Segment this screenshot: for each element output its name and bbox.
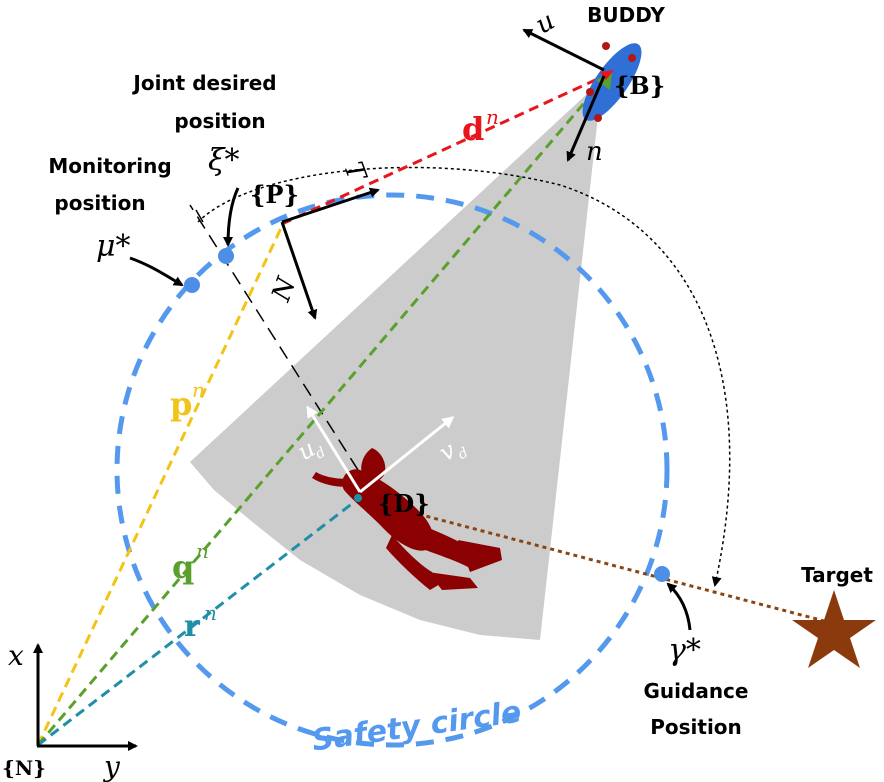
buddy-axis-1-arrow	[522, 28, 605, 72]
joint-desired-label-line1: Joint desired	[131, 71, 276, 95]
frame-n-y-label: y	[102, 750, 121, 782]
frame-d-label: {D}	[378, 489, 430, 518]
vector-d-label: d n	[462, 105, 499, 148]
guidance-label-line1: Guidance	[644, 679, 749, 703]
vector-q-label: q n	[172, 539, 209, 586]
diver-v-axis	[359, 416, 455, 494]
svg-text:n: n	[196, 539, 209, 563]
gamma-star-label: γ*	[668, 633, 701, 668]
xi-star-label: ξ*	[208, 143, 240, 178]
guidance-arc	[197, 166, 731, 587]
frame-n-label: {N}	[2, 756, 46, 780]
frame-b-label: {B}	[614, 71, 665, 100]
angle-tick	[195, 209, 204, 223]
vector-r-label: r n	[184, 601, 217, 644]
safety-circle-label: Safety circle	[310, 695, 524, 759]
p-frame-N-arrow	[280, 221, 318, 320]
target-line	[379, 502, 829, 624]
svg-text:n: n	[204, 601, 217, 625]
buddy-vehicle	[582, 42, 642, 122]
diver-origin	[354, 494, 362, 502]
safety-circle	[114, 192, 670, 748]
svg-text:n: n	[486, 105, 499, 129]
mu-star-label: μ*	[96, 229, 131, 264]
monitoring-line	[189, 204, 359, 471]
svg-text:q: q	[172, 548, 194, 586]
p-frame-N-label: N	[266, 272, 303, 306]
joint-desired-position-marker	[218, 248, 234, 264]
xi-pointer-arrow	[223, 187, 240, 247]
diver-u-axis	[306, 405, 362, 493]
monitoring-position-marker	[184, 277, 200, 293]
p-frame-T-arrow	[281, 187, 380, 224]
vector-q	[36, 81, 604, 746]
frame-p-label: {P}	[250, 180, 299, 209]
buddy-axis-2-arrow	[566, 75, 606, 162]
guidance-position-marker	[654, 566, 670, 582]
buddy-label: BUDDY	[587, 3, 665, 27]
svg-text:r: r	[184, 609, 201, 644]
target-label: Target	[801, 563, 873, 587]
vector-r	[37, 494, 363, 747]
buddy-axis-2-label: n	[586, 137, 603, 167]
guidance-label-line2: Position	[650, 715, 742, 739]
monitoring-label-line1: Monitoring	[48, 154, 171, 178]
gamma-pointer-arrow	[666, 582, 692, 631]
target-star-icon	[792, 590, 876, 668]
vector-p-label: p n	[170, 378, 205, 423]
field-of-view-sector	[190, 80, 602, 640]
svg-text:n: n	[192, 378, 205, 402]
joint-desired-label-line2: position	[174, 109, 265, 133]
p-frame-T-label: T	[337, 158, 372, 186]
svg-text:d: d	[462, 110, 484, 148]
vector-d	[281, 74, 605, 226]
mu-pointer-arrow	[129, 256, 184, 287]
frame-n-x-label: x	[8, 639, 24, 672]
monitoring-label-line2: position	[54, 191, 145, 215]
svg-text:p: p	[170, 385, 192, 423]
